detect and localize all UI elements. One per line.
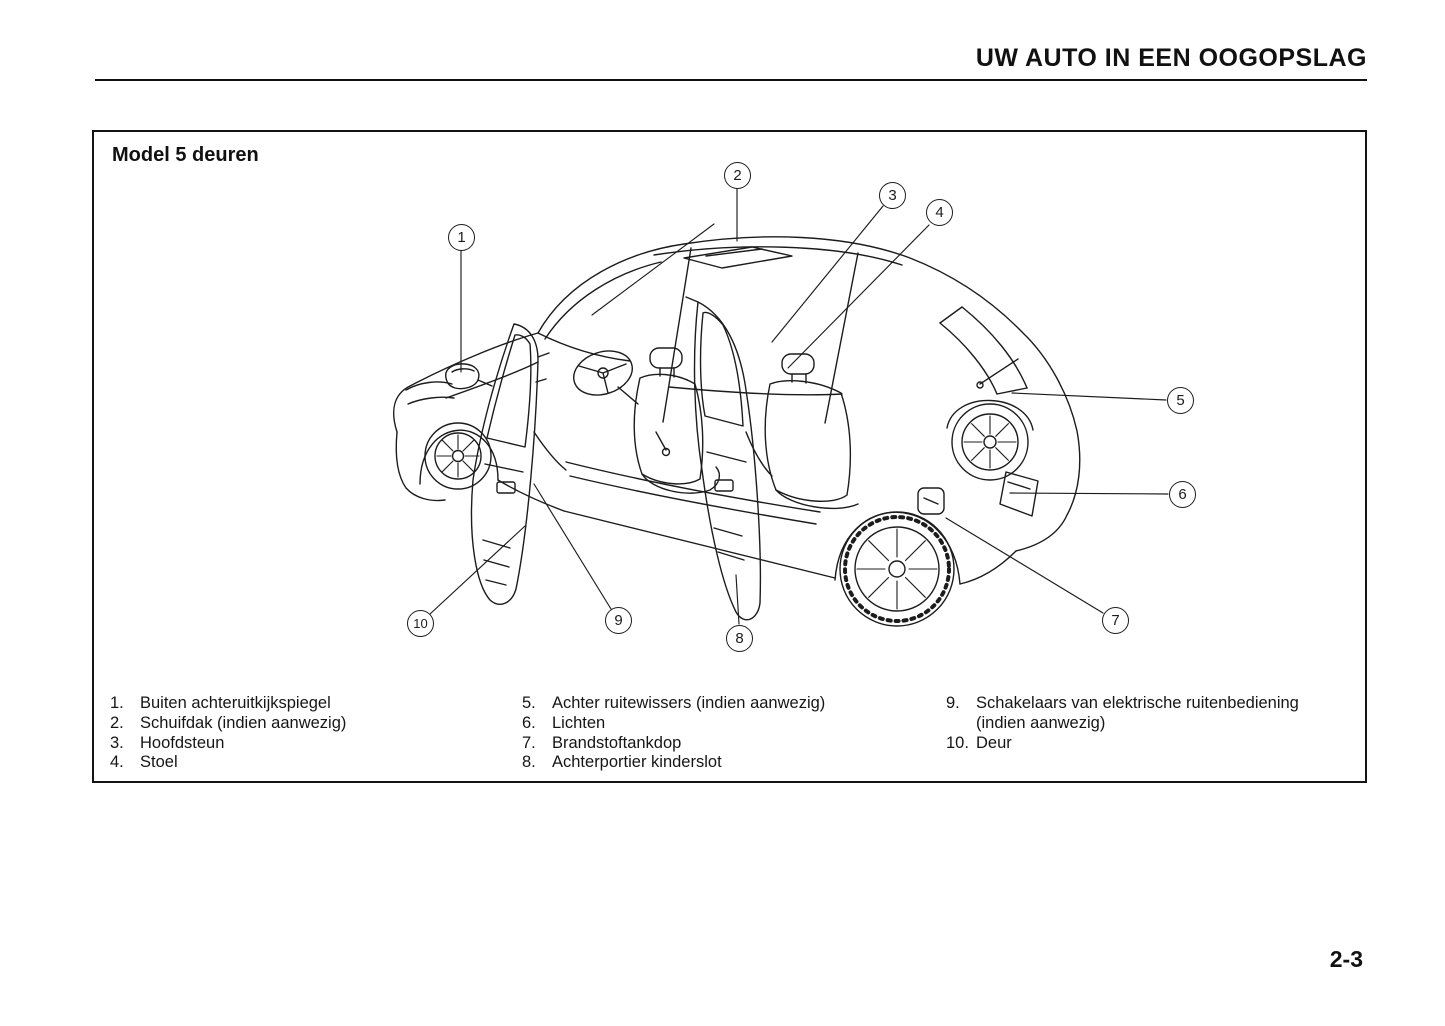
leader-lines	[429, 188, 1169, 625]
callout-7-number: 7	[1111, 612, 1120, 629]
legend-item-10-number: 10.	[946, 733, 969, 752]
callout-4-number: 4	[935, 204, 944, 221]
callout-10-number: 10	[413, 616, 428, 631]
legend-column-1: 1. Buiten achteruitkijkspiegel 2. Schuif…	[110, 694, 508, 773]
legend-item-9-label: Schakelaars van elektrische ruitenbedien…	[976, 694, 1299, 732]
figure-title: Model 5 deuren	[112, 144, 259, 166]
rear-wiper	[976, 358, 1019, 389]
front-seat	[633, 347, 721, 494]
front-wheel	[424, 422, 492, 490]
callout-10: 10	[407, 610, 434, 637]
figure-box: Model 5 deuren 1 2 3 4 5 6 7 8 9 10 1. B…	[92, 130, 1367, 783]
legend-item-9-number: 9.	[946, 694, 960, 712]
rear-wheel	[839, 511, 955, 627]
legend-item-7: 7. Brandstoftankdop	[522, 734, 937, 754]
callout-1: 1	[448, 224, 475, 251]
rear-door-open	[685, 296, 773, 621]
side-mirror	[445, 363, 493, 390]
legend-item-8-label: Achterportier kinderslot	[552, 753, 722, 772]
legend-item-3-label: Hoofdsteun	[140, 733, 225, 752]
legend-item-8-number: 8.	[522, 753, 536, 772]
legend-item-9: 9. Schakelaars van elektrische ruitenbed…	[946, 694, 1351, 734]
callout-7: 7	[1102, 607, 1129, 634]
legend-item-1: 1. Buiten achteruitkijkspiegel	[110, 694, 508, 714]
car-line-art	[393, 188, 1169, 627]
legend-item-2: 2. Schuifdak (indien aanwezig)	[110, 714, 508, 734]
legend-item-10: 10. Deur	[946, 734, 1351, 754]
legend-item-5-label: Achter ruitewissers (indien aanwezig)	[552, 694, 826, 712]
callout-5-number: 5	[1176, 392, 1185, 409]
header-rule	[95, 79, 1367, 81]
page-number: 2-3	[1329, 946, 1363, 972]
callout-6-number: 6	[1178, 486, 1187, 503]
legend-item-3-number: 3.	[110, 733, 124, 752]
legend-item-1-label: Buiten achteruitkijkspiegel	[140, 694, 331, 712]
callout-8-number: 8	[735, 630, 744, 647]
legend-item-8: 8. Achterportier kinderslot	[522, 753, 937, 773]
callout-4: 4	[926, 199, 953, 226]
antenna	[591, 223, 715, 316]
legend-item-5: 5. Achter ruitewissers (indien aanwezig)	[522, 694, 937, 714]
car-body-outline	[393, 223, 1081, 585]
legend-column-3: 9. Schakelaars van elektrische ruitenbed…	[946, 694, 1351, 753]
callout-8: 8	[726, 625, 753, 652]
page-title: UW AUTO IN EEN OOGOPSLAG	[975, 44, 1367, 72]
legend-item-4-number: 4.	[110, 753, 124, 772]
rear-hatch-glass	[939, 306, 1028, 395]
legend-item-4: 4. Stoel	[110, 753, 508, 773]
legend-item-2-number: 2.	[110, 713, 124, 732]
callout-9: 9	[605, 607, 632, 634]
legend-item-5-number: 5.	[522, 694, 536, 712]
legend-item-6-label: Lichten	[552, 713, 606, 732]
legend-item-6-number: 6.	[522, 713, 536, 732]
legend-item-3: 3. Hoofdsteun	[110, 734, 508, 754]
fuel-door	[917, 487, 945, 515]
callout-9-number: 9	[614, 612, 623, 629]
callout-1-number: 1	[457, 229, 466, 246]
callout-2-number: 2	[733, 167, 742, 184]
legend-item-2-label: Schuifdak (indien aanwezig)	[140, 713, 347, 732]
far-rear-wheel	[946, 399, 1034, 481]
callout-2: 2	[724, 162, 751, 189]
callout-5: 5	[1167, 387, 1194, 414]
legend-item-1-number: 1.	[110, 694, 124, 712]
front-door-open	[470, 323, 567, 605]
legend-item-7-label: Brandstoftankdop	[552, 733, 682, 752]
callout-3: 3	[879, 182, 906, 209]
taillight	[999, 471, 1039, 517]
callout-3-number: 3	[888, 187, 897, 204]
legend-item-6: 6. Lichten	[522, 714, 937, 734]
steering-wheel	[573, 350, 639, 405]
callout-6: 6	[1169, 481, 1196, 508]
legend-item-10-label: Deur	[976, 733, 1012, 752]
legend-item-4-label: Stoel	[140, 753, 178, 772]
sunroof	[683, 246, 793, 269]
rear-seat	[764, 353, 859, 510]
legend-column-2: 5. Achter ruitewissers (indien aanwezig)…	[522, 694, 937, 773]
legend-item-7-number: 7.	[522, 733, 536, 752]
